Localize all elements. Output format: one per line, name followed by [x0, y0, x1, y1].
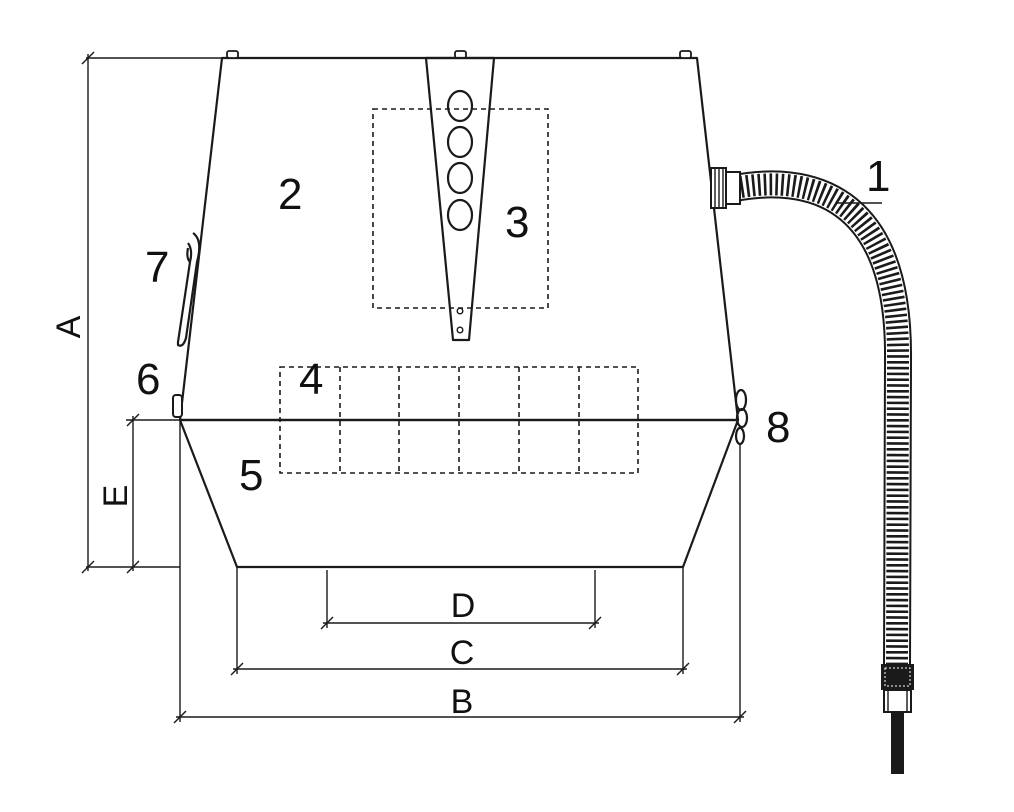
gland-hole-1 — [446, 89, 474, 123]
part-label-8: 8 — [766, 403, 790, 452]
cable-gland-strip — [424, 56, 496, 342]
gland-hole-3 — [446, 161, 474, 195]
dimension-c — [230, 567, 690, 676]
latch — [172, 394, 183, 418]
hinge — [734, 388, 749, 446]
strip-pin-1 — [456, 307, 464, 315]
part-label-5: 5 — [239, 451, 263, 500]
dimension-a — [81, 51, 222, 574]
dimension-label-e: E — [97, 485, 135, 508]
top-screw-right — [679, 50, 692, 59]
dimension-label-b: B — [451, 683, 474, 721]
part-label-3: 3 — [505, 198, 529, 247]
top-screw-left — [226, 50, 239, 59]
dimension-b — [173, 420, 747, 724]
strip-pin-2 — [456, 326, 464, 334]
hose-fitting-bottom — [881, 664, 914, 774]
part-label-4: 4 — [299, 355, 323, 404]
dimension-d — [320, 570, 602, 630]
dimension-label-d: D — [451, 587, 476, 625]
part-label-6: 6 — [136, 355, 160, 404]
component-grid-4 — [279, 366, 639, 474]
part-label-2: 2 — [278, 170, 302, 219]
dimension-label-c: C — [450, 634, 475, 672]
side-handle — [176, 232, 201, 347]
gland-hole-4 — [446, 198, 474, 232]
part-label-1: 1 — [866, 152, 890, 201]
corrugated-hose — [710, 167, 914, 774]
dimension-label-a: A — [50, 315, 88, 338]
hose-fitting-top — [710, 167, 741, 209]
dimension-e — [126, 413, 180, 574]
upper-housing — [178, 50, 740, 422]
part-label-7: 7 — [145, 243, 169, 292]
component-area-3 — [372, 108, 549, 309]
gland-hole-2 — [446, 125, 474, 159]
